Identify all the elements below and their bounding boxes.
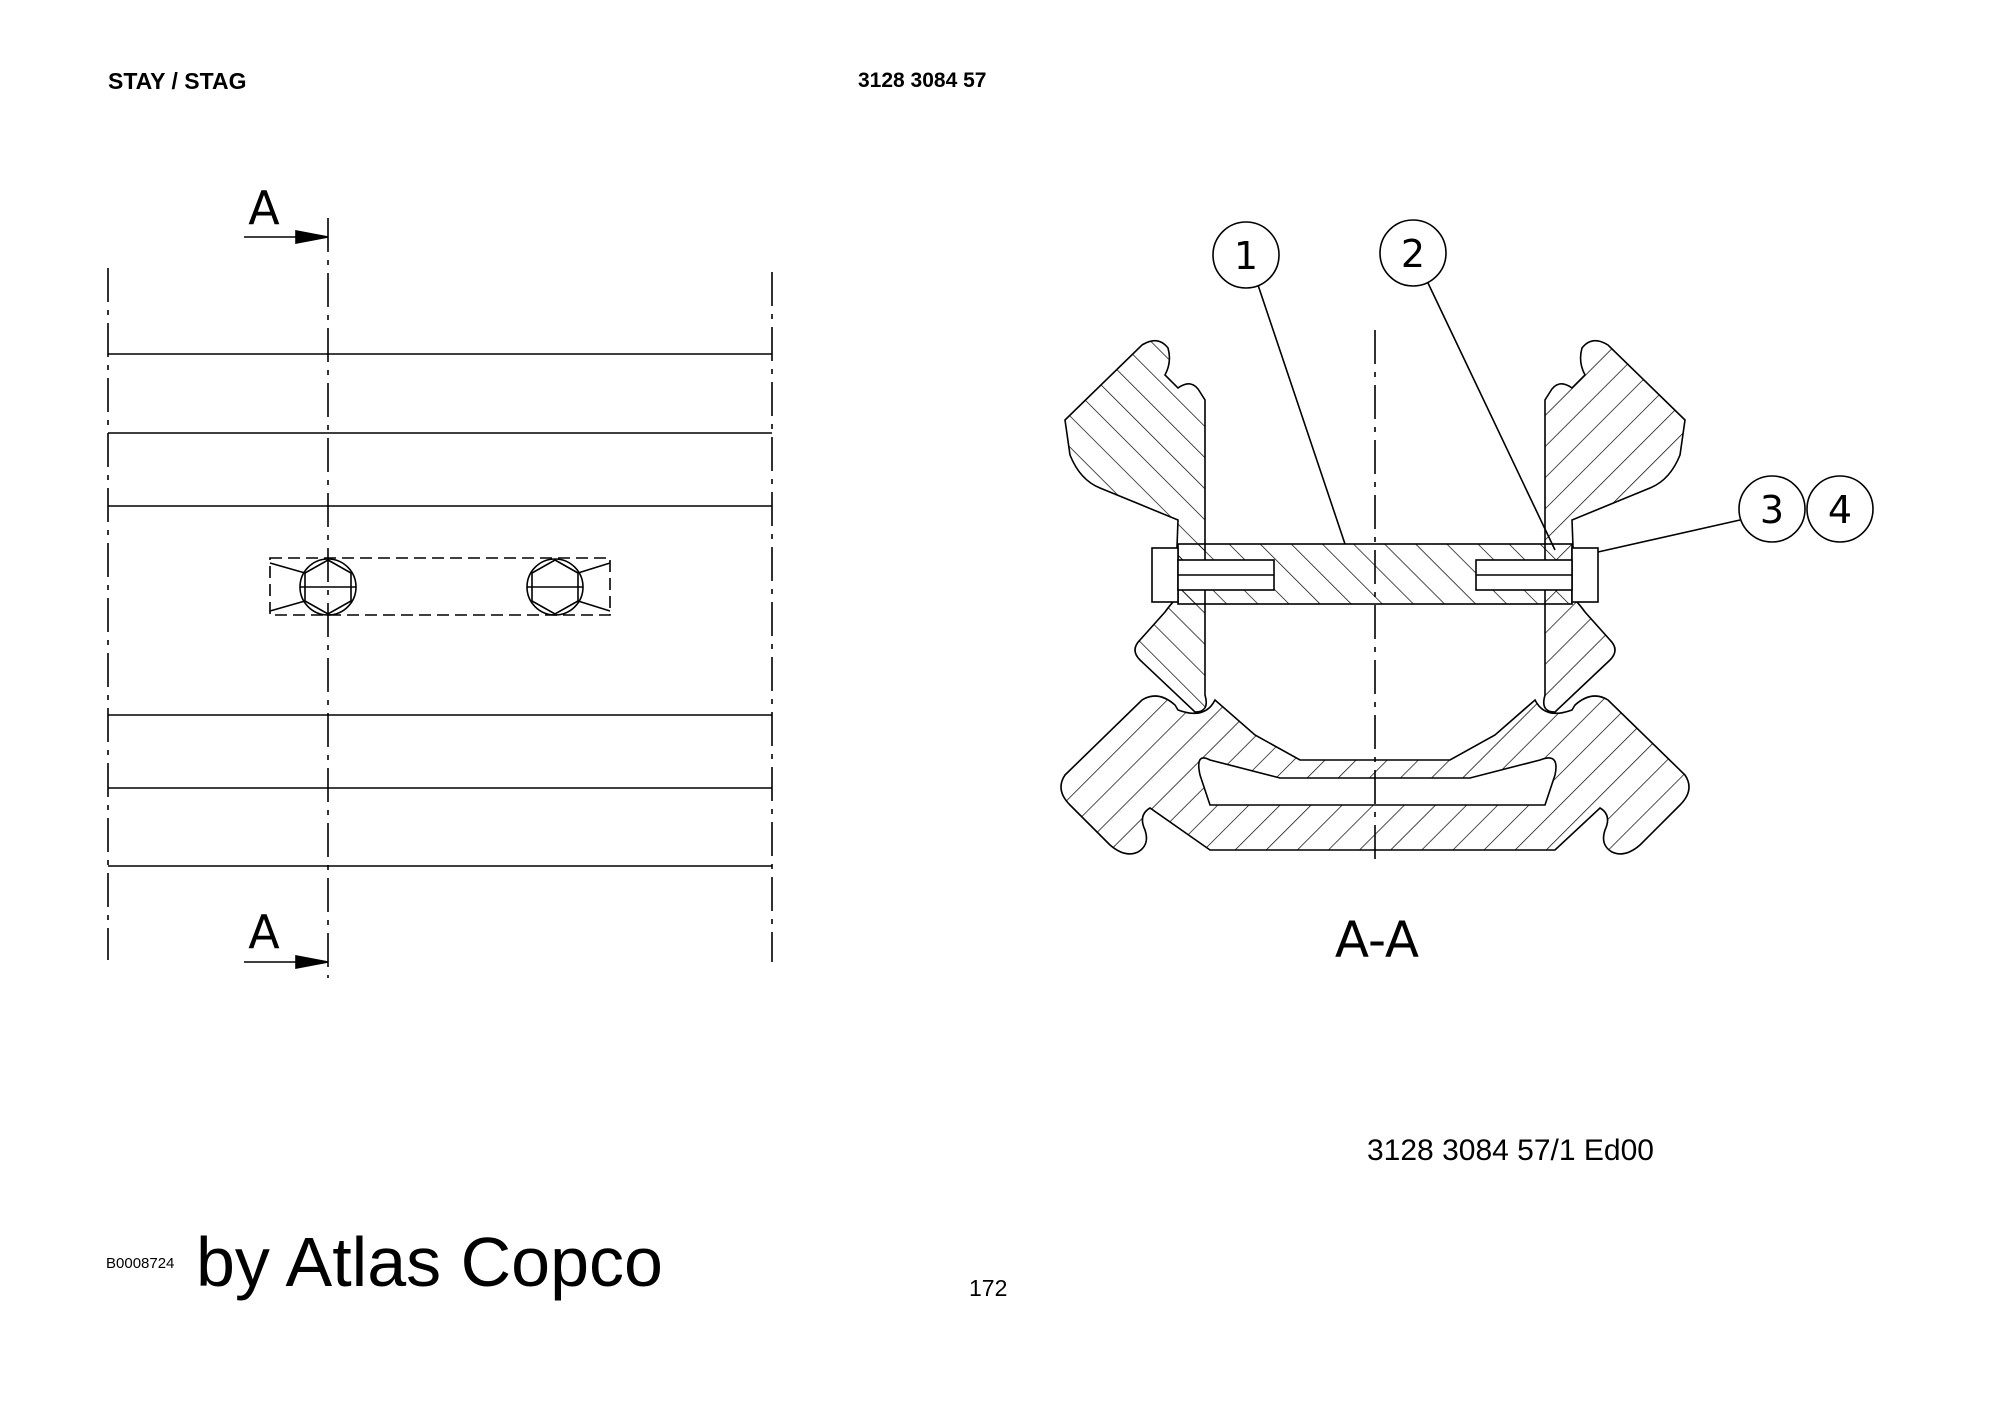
bolt-head-left <box>269 558 357 616</box>
bolt-head-right <box>526 558 611 616</box>
bolt-right <box>1475 547 1599 603</box>
leader-1 <box>1257 284 1346 545</box>
left-profile <box>1064 339 1208 713</box>
part-number: 3128 3084 57 <box>858 69 987 92</box>
callout-circle-4 <box>1806 475 1874 543</box>
page-number: 172 <box>969 1275 1008 1301</box>
brand-text: by Atlas Copco <box>196 1223 663 1301</box>
plan-view <box>107 218 773 978</box>
stay-hidden-outline <box>269 557 611 616</box>
callout-2: 2 <box>1401 232 1425 276</box>
callout-3: 3 <box>1760 488 1784 532</box>
leader-3-4 <box>1597 519 1741 553</box>
section-marker-bottom: A <box>248 905 280 959</box>
arrow-head-top <box>295 230 329 244</box>
arrow-head-bottom <box>295 955 329 969</box>
bolt-left <box>1151 547 1275 603</box>
callout-circle-1 <box>1212 221 1280 289</box>
section-label: A-A <box>1335 911 1419 969</box>
callout-circle-2 <box>1379 219 1447 287</box>
drawing-reference: 3128 3084 57/1 Ed00 <box>1367 1134 1654 1167</box>
inner-cavity <box>1197 757 1557 806</box>
callout-4: 4 <box>1828 488 1852 532</box>
leader-2 <box>1427 282 1556 551</box>
section-marker-top: A <box>248 181 280 235</box>
page-title: STAY / STAG <box>108 68 247 94</box>
section-view <box>1060 219 1874 860</box>
callout-1: 1 <box>1234 234 1258 278</box>
callout-circle-3 <box>1738 475 1806 543</box>
right-profile <box>1542 339 1686 713</box>
image-code: B0008724 <box>106 1255 175 1272</box>
